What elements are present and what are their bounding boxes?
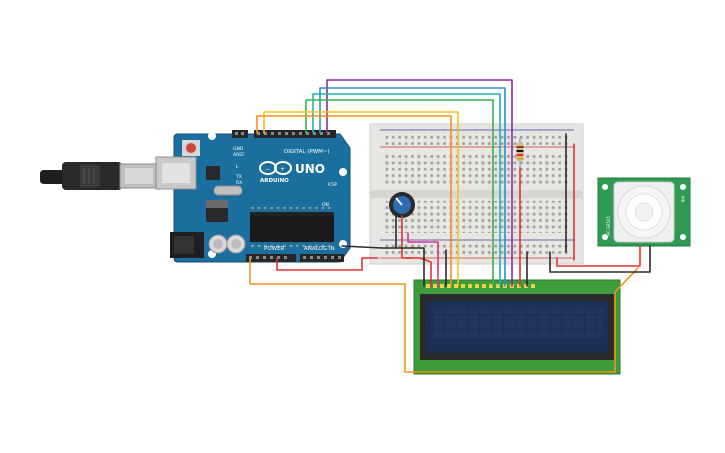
analog-in-label: ANALOG IN [304, 246, 335, 252]
arduino-logo: − + [259, 161, 292, 175]
pir-side-label-left: HC-SR501 [606, 215, 611, 236]
potentiometer [389, 192, 415, 218]
wire-red-pir [556, 245, 641, 267]
pir-side-label-right: PIR [680, 196, 685, 203]
wire-red-lcd [406, 257, 432, 287]
wire-purple [326, 79, 513, 287]
wire-orange-loop [249, 257, 639, 373]
wire-teal [312, 93, 501, 287]
pir-motion-sensor: HC-SR501 PIR [597, 177, 691, 247]
usb-cable [40, 162, 159, 190]
breadboard [369, 123, 584, 265]
resistor [516, 138, 524, 168]
gnd-label: GND [233, 146, 244, 152]
wire-blue [319, 87, 506, 287]
wire-yellow-top [263, 111, 459, 287]
wire-red-5v [276, 257, 379, 271]
uno-label: UNO [295, 162, 325, 176]
tx-label: TX [235, 174, 242, 180]
aref-label: AREF [233, 152, 245, 158]
wire-black-lcd [381, 247, 425, 287]
svg-text:−: − [265, 166, 270, 173]
wire-pink-contrast [407, 232, 439, 287]
svg-text:+: + [280, 166, 285, 173]
digital-pwm-label: DIGITAL (PWM~) [284, 149, 330, 155]
on-label: ON [322, 202, 329, 208]
power-label: POWER [264, 246, 285, 252]
wire-orange-top [256, 115, 452, 287]
icsp-label: ICSP [328, 182, 338, 187]
lcd-16x2-display [413, 279, 621, 375]
rx-label: RX [236, 180, 242, 186]
wire-black-gnd [341, 245, 383, 249]
arduino-uno-board: GND AREF DIGITAL (PWM~) TX RX L ON ICSP … [155, 130, 351, 263]
l-label: L [236, 164, 239, 170]
wire-black-pir [549, 245, 651, 273]
arduino-brand-label: ARDUINO [260, 178, 289, 184]
